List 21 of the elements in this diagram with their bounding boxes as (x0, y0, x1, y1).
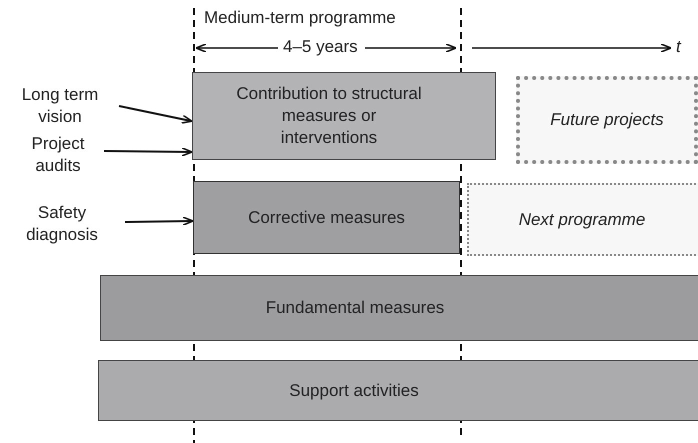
process-box (100, 275, 698, 341)
process-box (193, 181, 460, 254)
arrow (124, 216, 194, 226)
heading-label: Medium-term programme (204, 8, 396, 28)
box-label: Future projects (550, 109, 664, 131)
time-axis-label: t (676, 37, 681, 57)
arrow (118, 105, 193, 124)
side-label: Safety diagnosis (25, 202, 99, 246)
process-box (98, 360, 698, 421)
arrow (104, 147, 193, 157)
side-label: Long term vision (20, 84, 100, 128)
dimension-label: 4–5 years (283, 37, 358, 57)
box-label: Support activities (289, 380, 419, 402)
box-label: Corrective measures (248, 206, 405, 228)
box-label: Next programme (518, 208, 646, 230)
side-label: Project audits (30, 133, 86, 177)
box-label: Contribution to structural measures or interventions (235, 83, 423, 149)
process-box (516, 76, 698, 164)
process-box (192, 72, 496, 160)
box-label: Fundamental measures (266, 297, 444, 319)
process-box (467, 183, 698, 256)
